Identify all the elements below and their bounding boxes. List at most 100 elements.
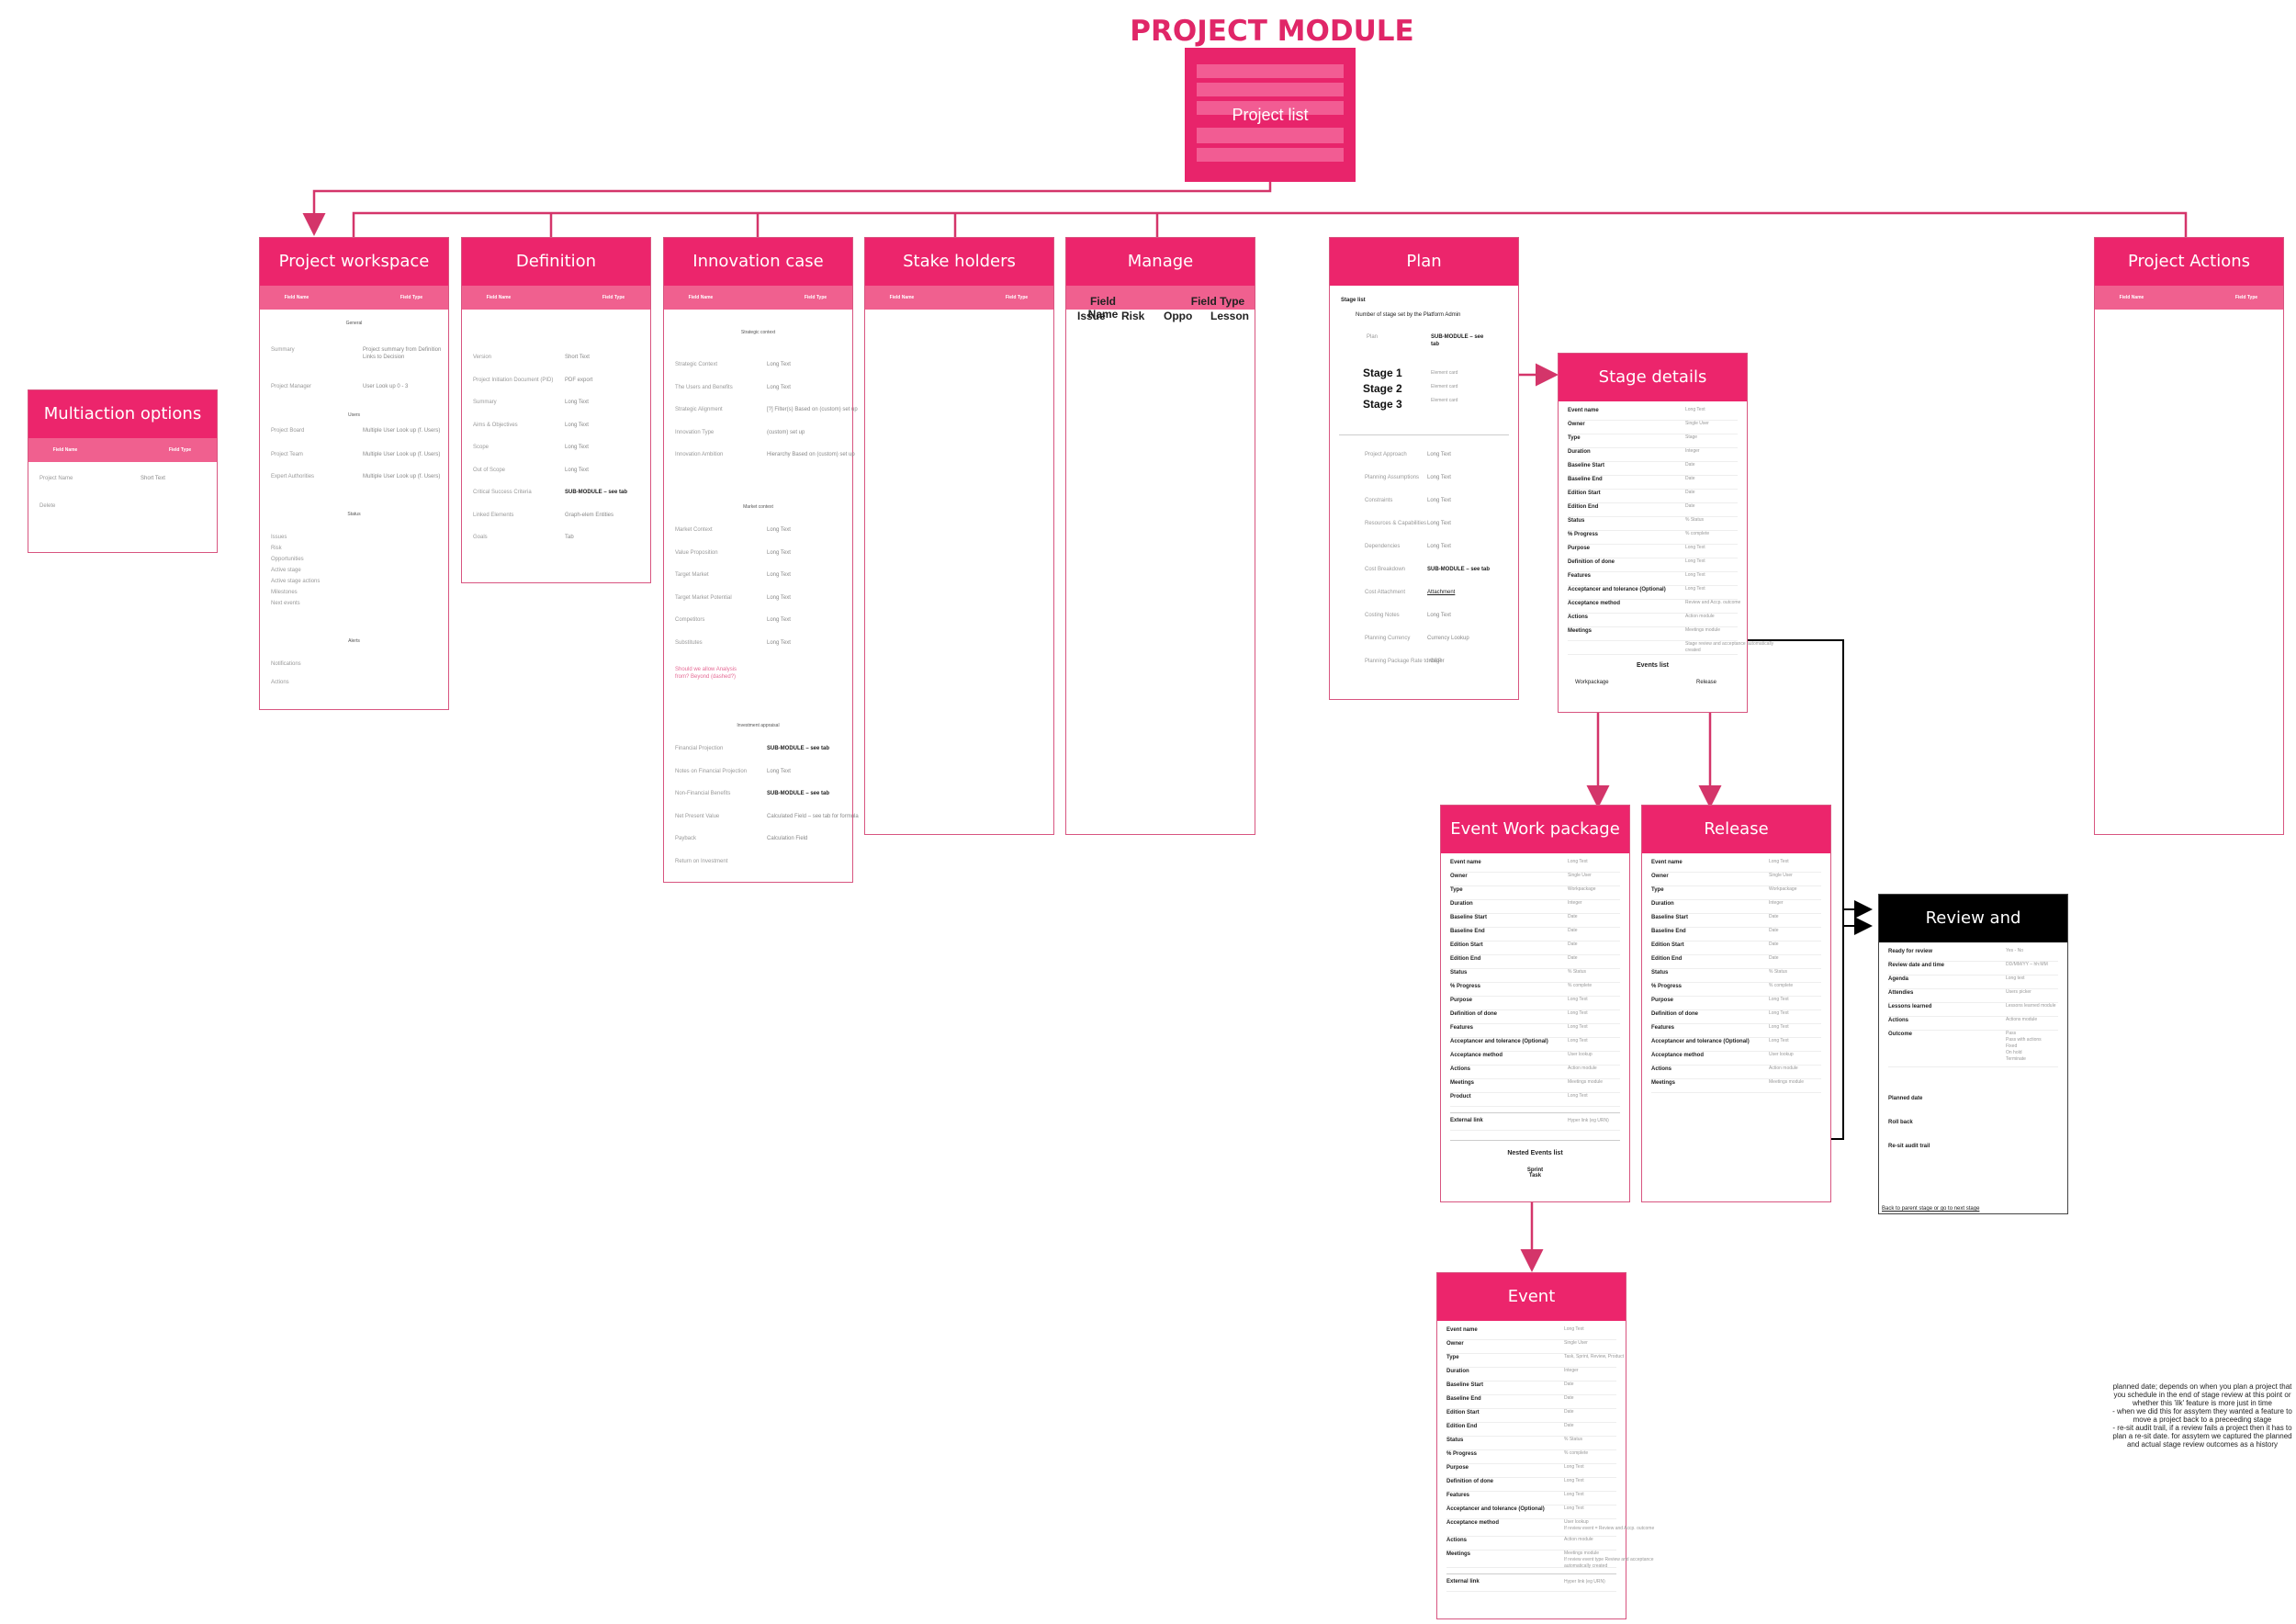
field-type: Long Text — [565, 400, 589, 405]
stage-item[interactable]: Stage 3 — [1363, 398, 1402, 411]
manage-oppo[interactable]: Oppo — [1164, 310, 1193, 322]
field-type: Long Text — [1564, 1478, 1584, 1483]
field-name: Purpose — [1450, 998, 1473, 1003]
field-name: Duration — [1450, 901, 1473, 907]
field-name: Actions — [1450, 1066, 1471, 1072]
field-type: Long Text — [1685, 572, 1705, 578]
field-type: % complete — [1685, 531, 1710, 536]
manage-risk[interactable]: Risk — [1121, 310, 1145, 322]
field-name: Edition Start — [1651, 942, 1684, 948]
field-type: PDF export — [565, 377, 593, 383]
stage-item[interactable]: Stage 2 — [1363, 382, 1402, 395]
field-name: Edition End — [1450, 956, 1481, 962]
field-type: User Look up 0 - 3 — [363, 384, 409, 389]
manage-lesson[interactable]: Lesson — [1210, 310, 1250, 322]
field-row: Acceptancer and tolerance (Optional)Long… — [1568, 586, 1738, 600]
stage-type: Element card — [1431, 370, 1458, 376]
field-type: Short Text — [565, 355, 590, 360]
field-name: Features — [1651, 1025, 1675, 1031]
section-general: General — [345, 321, 363, 326]
field-name: Edition End — [1568, 504, 1599, 510]
field-name: Edition Start — [1450, 942, 1483, 948]
field-name: Type — [1651, 887, 1664, 893]
field-name: Meetings — [1651, 1080, 1676, 1086]
field-type: Graph-elem Entities — [565, 512, 614, 518]
manage-issue[interactable]: Issue — [1077, 310, 1106, 322]
field-type: Long Text — [1427, 521, 1451, 526]
field-type: Long text — [2006, 976, 2025, 981]
field-name: Planning Assumptions — [1365, 475, 1420, 480]
field-name: Meetings — [1450, 1080, 1475, 1086]
card-title: Innovation case — [664, 238, 852, 286]
field-type: Long Text — [1769, 859, 1789, 864]
field-type: Long Text — [1685, 407, 1705, 412]
field-type: Stage — [1685, 434, 1698, 440]
field-name: Planning Package Rate to GBP — [1365, 659, 1442, 664]
field-name: Type — [1568, 435, 1581, 441]
field-name: Cost Attachment — [1365, 590, 1406, 595]
event-release[interactable]: Release — [1696, 680, 1717, 685]
nested-task[interactable]: Task — [1528, 1173, 1542, 1179]
field-name: Edition End — [1651, 956, 1683, 962]
field-name: Definition of done — [1651, 1011, 1698, 1017]
event-workpackage[interactable]: Workpackage — [1575, 680, 1609, 685]
field-type: Long Text — [767, 639, 791, 646]
field-type: Stage review and acceptance automaticall… — [1685, 641, 1774, 653]
card-title: Event Work package — [1441, 806, 1629, 853]
field-type: Long Text — [1769, 1024, 1789, 1030]
field-type: Long Text — [565, 445, 589, 450]
field-name: Edition End — [1446, 1424, 1478, 1429]
review-extra-item: Re-sit audit trail — [1888, 1144, 1930, 1149]
field-type: Long Text — [1427, 613, 1451, 618]
field-type: Long Text — [1427, 498, 1451, 503]
line-stage-review — [1745, 639, 1873, 935]
nested-sprint[interactable]: Sprint — [1526, 1167, 1544, 1173]
field-name: Goals — [473, 535, 488, 540]
stage-item[interactable]: Stage 1 — [1363, 367, 1402, 379]
project-list-hub[interactable]: Project list — [1185, 48, 1356, 182]
field-name: Purpose — [1651, 998, 1674, 1003]
field-name: Scope — [473, 445, 490, 450]
field-type: Action module — [1564, 1537, 1593, 1542]
back-link[interactable]: Back to parent stage or go to next stage — [1882, 1206, 1980, 1212]
field-type: Action module — [1685, 614, 1715, 619]
field-type: Date — [1685, 462, 1695, 468]
field-type: % complete — [1769, 983, 1794, 988]
